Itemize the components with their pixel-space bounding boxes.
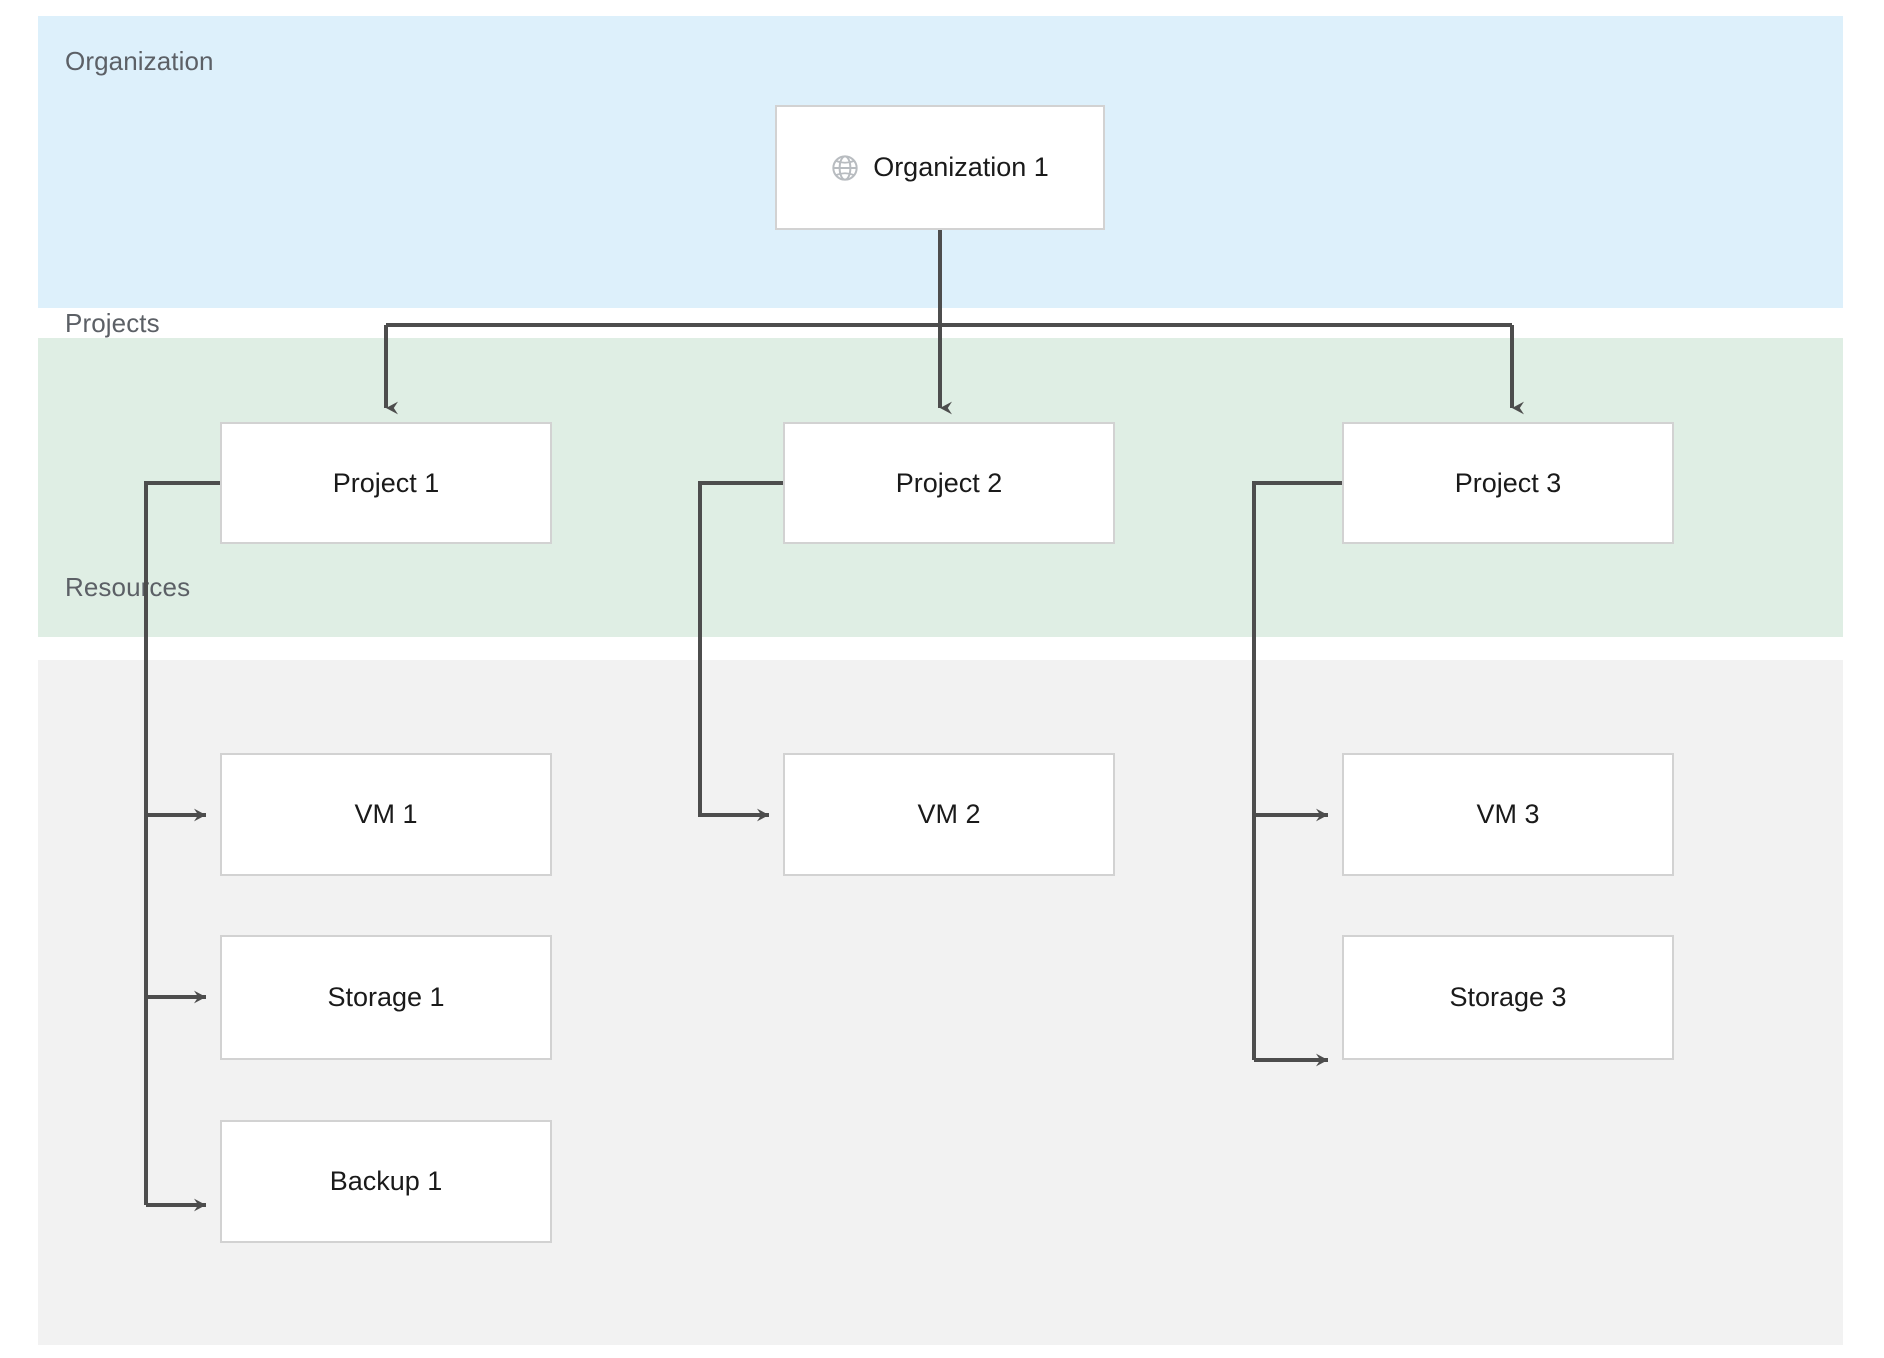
node-project-3-label: Project 3 — [1454, 467, 1562, 498]
node-project-3[interactable]: Project 3 — [1342, 422, 1674, 544]
node-project-2-label: Project 2 — [895, 467, 1003, 498]
band-label-projects: Projects — [65, 308, 160, 338]
band-label-resources: Resources — [65, 572, 191, 602]
node-project-2[interactable]: Project 2 — [783, 422, 1115, 544]
node-storage-1[interactable]: Storage 1 — [220, 935, 552, 1060]
node-vm-3[interactable]: VM 3 — [1342, 753, 1674, 876]
node-vm-2[interactable]: VM 2 — [783, 753, 1115, 876]
node-organization-1[interactable]: Organization 1 — [775, 105, 1105, 230]
band-label-organization: Organization — [65, 46, 214, 76]
node-vm-2-label: VM 2 — [917, 799, 981, 829]
node-vm-1[interactable]: VM 1 — [220, 753, 552, 876]
node-organization-1-content: Organization 1 — [831, 154, 1049, 182]
node-project-1-label: Project 1 — [332, 467, 440, 498]
node-organization-1-label: Organization 1 — [873, 152, 1049, 182]
node-backup-1[interactable]: Backup 1 — [220, 1120, 552, 1243]
node-storage-1-label: Storage 1 — [327, 982, 445, 1012]
node-backup-1-label: Backup 1 — [329, 1166, 443, 1196]
node-storage-3[interactable]: Storage 3 — [1342, 935, 1674, 1060]
globe-icon — [832, 154, 858, 181]
node-project-1[interactable]: Project 1 — [220, 422, 552, 544]
node-vm-1-label: VM 1 — [354, 799, 418, 829]
node-storage-3-label: Storage 3 — [1449, 982, 1567, 1012]
node-vm-3-label: VM 3 — [1476, 799, 1540, 829]
